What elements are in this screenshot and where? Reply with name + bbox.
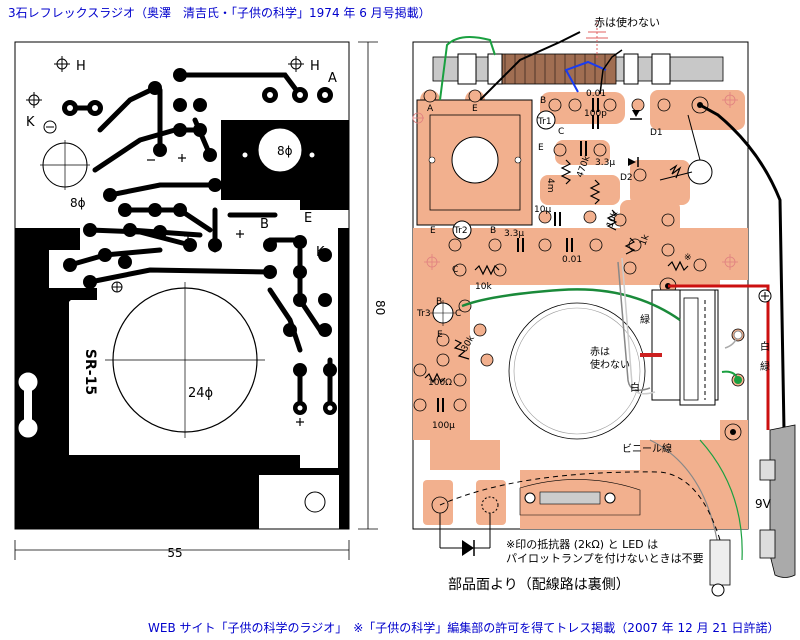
- rb-c33u-top: 3.3μ: [595, 158, 615, 168]
- rb-label-e1: E: [538, 143, 544, 153]
- rb-label-d2: D2: [620, 173, 633, 183]
- hole-8phi-left: 8ϕ: [70, 196, 86, 210]
- rb-label-c1: C: [558, 127, 564, 137]
- wire-green-label-right: 緑: [760, 360, 770, 373]
- rb-label-b2: B: [490, 226, 496, 236]
- dim-width: 55: [167, 546, 182, 560]
- rb-label-tr1: Tr1: [537, 117, 552, 127]
- rb-c001-mid: 0.01: [562, 255, 582, 265]
- wire-white-label-right: 白: [760, 340, 770, 353]
- label-e: E: [304, 211, 312, 226]
- rb-r4m: 4m: [545, 178, 555, 193]
- rb-label-e: E: [472, 104, 478, 114]
- rb-label-e3: E: [437, 330, 443, 340]
- rb-label-tr3: Tr3: [416, 309, 431, 319]
- rb-label-a: A: [427, 104, 434, 114]
- label-h-right: H: [310, 59, 320, 74]
- rb-c33u-mid: 3.3μ: [504, 229, 524, 239]
- rb-label-c3: C: [455, 309, 461, 319]
- footer-credit: WEB サイト「子供の科学のラジオ」 ※「子供の科学」編集部の許可を得てトレス掲…: [148, 621, 780, 635]
- rb-c100p: 100p: [584, 109, 607, 119]
- label-k2: K: [316, 245, 325, 260]
- led-note: ※印の抵抗器 (2kΩ) と LED は パイロットランプを付けないときは不要: [506, 538, 704, 566]
- rb-r100: 100Ω: [428, 378, 452, 388]
- vinyl-wire-label: ビニール線: [622, 442, 672, 455]
- rb-r10k-horiz: 10k: [475, 282, 492, 292]
- dim-height: 80: [373, 300, 387, 315]
- right-board: A E B Tr1 C E 0.01 100p 3.3μ D1 D2 4m 47…: [412, 20, 796, 597]
- page-title: 3石レフレックスラジオ（奥澤 清吉氏・「子供の科学」1974 年 6 月号掲載）: [8, 6, 431, 20]
- rb-label-e2: E: [430, 226, 436, 236]
- hole-8phi-right: 8ϕ: [277, 144, 293, 158]
- rb-r1k: 1k: [638, 233, 651, 247]
- left-board: 55 80 H H A K B E K 8ϕ 8ϕ 24ϕ SR-15: [14, 41, 387, 560]
- red-unused-top-label: 赤は使わない: [594, 16, 660, 29]
- led-note-line2: パイロットランプを付けないときは不要: [506, 552, 704, 565]
- rb-label-tr2: Tr2: [453, 226, 468, 236]
- label-a: A: [328, 71, 337, 86]
- rb-mark-star: ※: [684, 253, 692, 263]
- battery-label: 9V: [755, 497, 772, 511]
- label-b: B: [260, 217, 269, 232]
- led-note-line1: ※印の抵抗器 (2kΩ) と LED は: [506, 538, 659, 551]
- parts-side-caption: 部品面より（配線路は裏側）: [448, 577, 630, 593]
- wire-green-label: 緑: [640, 313, 650, 326]
- rb-label-b3: B: [436, 297, 442, 307]
- red-unused-mid-2: 使わない: [590, 358, 630, 371]
- rb-label-d1: D1: [650, 128, 663, 138]
- rb-c10u: 10μ: [534, 205, 551, 215]
- rb-label-b1: B: [540, 96, 546, 106]
- red-unused-mid-1: 赤は: [590, 346, 610, 358]
- rb-label-c2: C: [452, 265, 458, 275]
- speaker-model-label: SR-15: [82, 349, 98, 395]
- label-h-left: H: [76, 59, 86, 74]
- wire-white-label-mid: 白: [630, 381, 640, 394]
- speaker-hole-label: 24ϕ: [188, 386, 213, 401]
- rb-c100u: 100μ: [432, 421, 455, 431]
- label-k: K: [26, 115, 35, 130]
- rb-c001-top: 0.01: [586, 89, 606, 99]
